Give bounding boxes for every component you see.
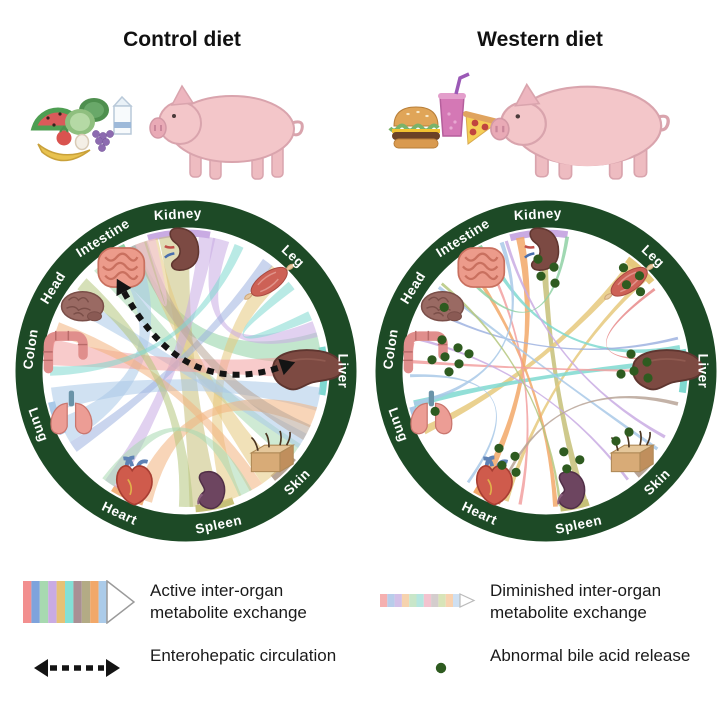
legend-label-active: Active inter-organ metabolite exchange (150, 581, 307, 623)
bile-acid-dot-skin (624, 427, 634, 437)
bile-acid-dot-spleen (559, 447, 569, 457)
control-organ-icon-spleen (197, 471, 226, 510)
control-panel-title: Control diet (123, 28, 241, 51)
western-chord-colon-liver (410, 359, 683, 373)
control-pig-illustration (149, 84, 304, 180)
bile-acid-dot-liver (629, 366, 639, 376)
control-organ-icon-head (60, 291, 105, 322)
western-chord-lung-kidney (413, 241, 515, 406)
western-organ-label-colon: Colon (380, 328, 401, 370)
control-organ-icon-lung (50, 390, 93, 435)
bile-acid-dot-lung (430, 406, 440, 416)
control-chord-kidney-heart (105, 235, 216, 490)
western-chord-kidney-heart (476, 236, 530, 492)
bile-acid-dot-kidney (549, 262, 559, 272)
bile-acid-dot-heart (511, 467, 521, 477)
bile-acid-dot-spleen (575, 455, 585, 465)
western-panel-title: Western diet (477, 28, 603, 51)
bile-acid-dot-colon (454, 359, 464, 369)
enterohepatic-arrow-icon (34, 659, 120, 677)
control-chord-colon-kidney (50, 244, 244, 376)
bile-acid-dot-colon (464, 349, 474, 359)
bile-acid-dot-heart (510, 451, 520, 461)
bile-acid-dot-liver (642, 357, 652, 367)
control-organ-label-kidney: Kidney (153, 205, 202, 222)
western-chord-intestine-heart (480, 250, 529, 505)
fast-food-icon (388, 72, 501, 149)
control-chord-heart-spleen (102, 427, 252, 497)
bile-acid-dot-colon (453, 343, 463, 353)
control-chord-diagram: KidneyLegLiverSkinSpleenHeartLungColonHe… (15, 200, 357, 542)
active-exchange-arrow-icon (23, 580, 135, 624)
control-chord-heart-liver (131, 399, 318, 503)
bile-acid-dot-leg (621, 280, 632, 290)
control-chord-head-spleen (77, 278, 194, 507)
bile-acid-dot-colon (440, 352, 450, 362)
control-organ-icon-colon (43, 330, 88, 374)
control-chord-kidney-liver (208, 237, 318, 344)
bile-acid-dot-heart (494, 443, 504, 453)
bile-acid-dot-colon (427, 355, 437, 365)
control-chord-leg-liver (242, 281, 313, 339)
control-organ-icon-leg (244, 263, 295, 300)
control-organ-icon-intestine (97, 247, 146, 288)
western-chord-diagram: KidneyLegLiverSkinSpleenHeartLungColonHe… (375, 200, 717, 542)
legend-label-diminished: Diminished inter-organ metabolite exchan… (490, 581, 662, 623)
bile-acid-dot-liver (643, 373, 653, 383)
diminished-exchange-arrow-icon (380, 593, 476, 608)
western-chord-head-skin (437, 286, 659, 451)
bile-acid-dot-heart (497, 460, 507, 470)
bile-acid-dot-leg (635, 287, 646, 297)
western-organ-label-liver: Liver (696, 354, 711, 389)
western-chord-intestine-kidney (457, 236, 570, 313)
control-chord-lung-leg (70, 258, 273, 452)
control-chord-kidney-skin (135, 238, 281, 484)
bile-acid-dot-icon (435, 662, 447, 674)
bile-acid-dot-kidney (550, 278, 560, 288)
bile-acid-dot-head (439, 302, 449, 312)
western-organ-icon-intestine (457, 247, 506, 288)
bile-acid-dot-spleen (562, 464, 572, 474)
control-organ-label-colon: Colon (20, 328, 41, 370)
legend-label-enterohepatic: Enterohepatic circulation (150, 646, 337, 665)
enterohepatic-arrow (121, 290, 282, 378)
control-organ-icon-kidney (164, 227, 200, 271)
western-organ-label-kidney: Kidney (513, 205, 562, 222)
bile-acid-dot-liver (626, 349, 636, 359)
bile-acid-dot-kidney (536, 271, 546, 281)
control-organ-icon-heart (116, 455, 153, 506)
bile-acid-dot-leg (634, 271, 645, 281)
bile-acid-dot-liver (616, 369, 626, 379)
bile-acid-dot-kidney (533, 254, 543, 264)
bile-acid-dot-skin (611, 436, 621, 446)
legend-label-bile: Abnormal bile acid release (490, 646, 691, 665)
control-organ-icon-skin (249, 430, 296, 473)
control-chord-lung-liver (51, 379, 321, 411)
bile-acid-dot-leg (618, 263, 629, 273)
western-pig-illustration (490, 82, 670, 180)
western-organ-icon-spleen (557, 471, 586, 510)
control-organ-label-liver: Liver (336, 354, 351, 389)
bile-acid-dot-colon (437, 335, 447, 345)
bile-acid-dot-colon (444, 367, 454, 377)
healthy-food-icon (30, 95, 133, 162)
